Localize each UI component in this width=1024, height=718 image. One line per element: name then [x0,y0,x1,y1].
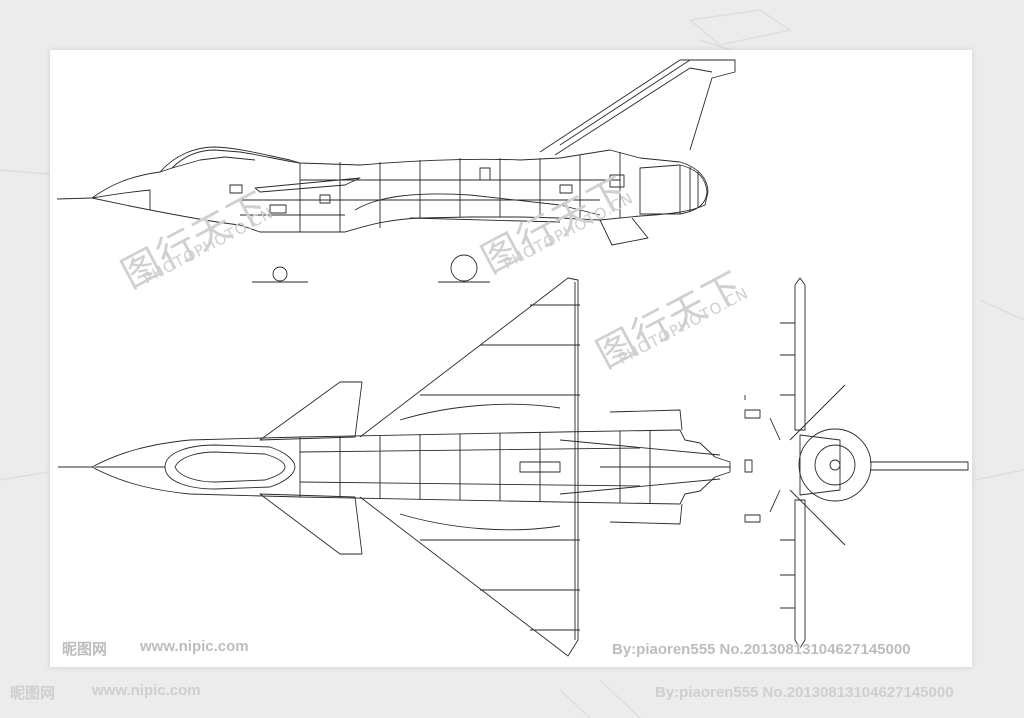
side-view [56,59,736,283]
front-view [744,277,969,649]
ghost-site-url: www.nipic.com [92,682,201,699]
site-logo: 昵图网 [62,641,108,658]
drawing-sheet [50,50,972,667]
site-url: www.nipic.com [140,638,249,655]
ghost-site-logo: 昵图网 [10,685,56,702]
top-view [58,277,731,657]
ghost-credit: By:piaoren555 No.20130813104627145000 [655,684,954,701]
image-credit: By:piaoren555 No.20130813104627145000 [612,641,911,658]
